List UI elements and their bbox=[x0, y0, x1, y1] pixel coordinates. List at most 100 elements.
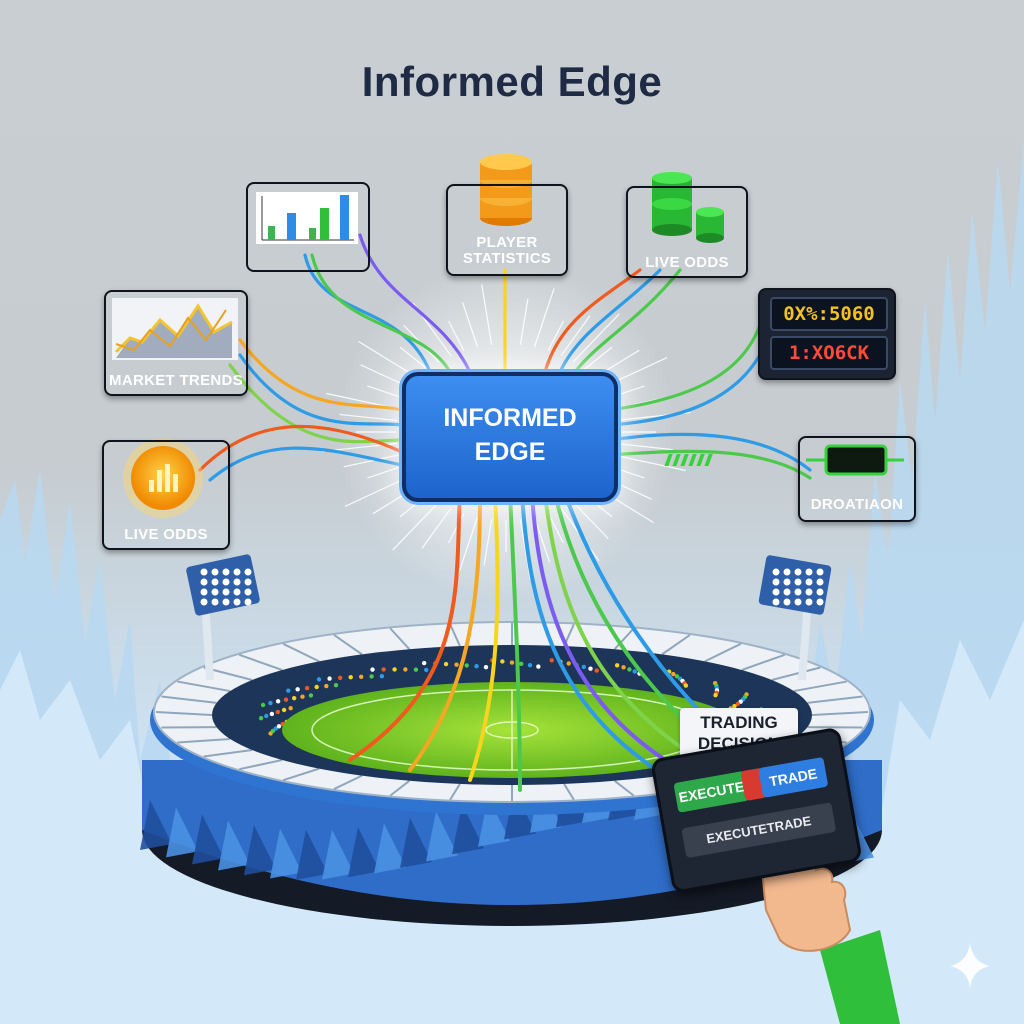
floodlight-bulb bbox=[211, 568, 219, 576]
flow-line bbox=[198, 424, 404, 472]
wall-facet bbox=[426, 811, 458, 862]
flow-line bbox=[348, 492, 462, 762]
flow-line bbox=[608, 343, 767, 427]
roof-rib bbox=[177, 737, 231, 744]
crowd-dot bbox=[258, 715, 264, 721]
crowd-dot bbox=[413, 667, 419, 672]
floodlight-bulb bbox=[805, 598, 813, 606]
hub-ray bbox=[367, 465, 405, 479]
floodlight-bulb bbox=[772, 588, 780, 596]
crowd-dot bbox=[674, 674, 680, 679]
floodlight-bulb bbox=[794, 588, 802, 596]
chip-segment bbox=[672, 454, 681, 466]
roof-rib bbox=[661, 634, 691, 656]
flow-line bbox=[468, 492, 500, 782]
roof-rib bbox=[449, 783, 461, 801]
wall-facet bbox=[244, 825, 276, 876]
floodlight-bulb bbox=[233, 598, 241, 606]
roof-rib bbox=[704, 642, 742, 663]
crowd-dot bbox=[621, 665, 626, 670]
floodlight-bulb bbox=[200, 598, 208, 606]
hub-ray bbox=[533, 516, 551, 563]
roof-rib bbox=[333, 634, 363, 656]
floodlight-bulb bbox=[783, 578, 791, 586]
flow-line bbox=[508, 492, 522, 792]
hub-ray bbox=[461, 301, 479, 348]
roof-rib bbox=[793, 680, 847, 693]
crowd-dot bbox=[483, 664, 489, 670]
hub-ray bbox=[533, 288, 555, 348]
floodlight-bulb bbox=[233, 578, 241, 586]
crowd-dot bbox=[454, 662, 459, 667]
floodlight-bulb bbox=[794, 598, 802, 606]
floodlight-bulb bbox=[816, 578, 824, 586]
crowd-dot bbox=[536, 664, 541, 669]
flow-line bbox=[208, 446, 404, 482]
wall-facet bbox=[322, 829, 354, 880]
roof-rib bbox=[282, 642, 320, 663]
flow-line bbox=[520, 492, 692, 792]
roof-rib bbox=[333, 774, 363, 790]
hub-ray bbox=[392, 501, 440, 551]
floodlight-bulb bbox=[244, 578, 252, 586]
floodlight-bulb bbox=[816, 568, 824, 576]
hub-ray bbox=[421, 507, 452, 549]
crowd-dot bbox=[403, 667, 408, 672]
floodlight-bulb bbox=[222, 598, 230, 606]
hub-ray bbox=[343, 454, 400, 468]
crowd-dot bbox=[671, 671, 676, 677]
crowd-dot bbox=[273, 726, 278, 731]
flow-line bbox=[238, 338, 404, 412]
bar-chart-icon bbox=[256, 192, 358, 244]
crowd-dot bbox=[759, 707, 764, 712]
hub-ray bbox=[344, 475, 411, 507]
crowd-dot bbox=[424, 667, 429, 673]
hub-ray bbox=[448, 320, 465, 351]
chip-segment bbox=[688, 454, 697, 466]
coin-stack-icon bbox=[480, 154, 532, 226]
floodlight-bulb bbox=[200, 578, 208, 586]
crowd-dot bbox=[392, 667, 397, 672]
crowd-dot bbox=[500, 659, 505, 664]
floodlight-bulb bbox=[783, 598, 791, 606]
floodlight-bulb bbox=[222, 568, 230, 576]
floodlight-bulb bbox=[244, 568, 252, 576]
roof-rib bbox=[613, 779, 635, 797]
crowd-dot bbox=[732, 703, 737, 709]
crowd-dot bbox=[283, 697, 289, 702]
floodlight-bulb bbox=[244, 598, 252, 606]
wall-facet bbox=[192, 814, 224, 865]
roof-rib bbox=[563, 783, 575, 801]
flow-line bbox=[608, 323, 762, 412]
roof-rib bbox=[238, 653, 283, 671]
floodlight-bulb bbox=[200, 588, 208, 596]
sparkle-icon bbox=[950, 942, 990, 988]
floodlight-left bbox=[186, 554, 260, 681]
crowd-dot bbox=[614, 663, 620, 668]
crowd-dot bbox=[324, 683, 329, 689]
flow-line bbox=[228, 363, 404, 444]
crowd-dot bbox=[275, 709, 281, 715]
crowd-dot bbox=[527, 662, 533, 668]
crowd-dot bbox=[379, 673, 385, 679]
crowd-dot bbox=[281, 707, 287, 713]
crowd-dot bbox=[509, 660, 515, 665]
roof-rib bbox=[613, 627, 635, 650]
hub-ray bbox=[572, 501, 609, 540]
crowd-dot bbox=[728, 706, 733, 711]
crowd-dot bbox=[260, 702, 266, 708]
crowd-dot bbox=[735, 701, 740, 707]
flow-line bbox=[573, 268, 682, 374]
wall-facet bbox=[400, 817, 432, 868]
floodlight-right bbox=[758, 555, 832, 681]
crowd-dot bbox=[381, 667, 386, 672]
hub-ray bbox=[560, 315, 591, 357]
crowd-dot bbox=[291, 695, 297, 701]
crowd-dot bbox=[300, 694, 305, 699]
crowd-dot bbox=[369, 674, 374, 679]
crowd-dot bbox=[288, 706, 293, 711]
hub-ray bbox=[483, 519, 493, 566]
crowd-dot bbox=[748, 720, 753, 725]
crowd-dot bbox=[749, 711, 755, 717]
flow-line bbox=[238, 353, 404, 427]
